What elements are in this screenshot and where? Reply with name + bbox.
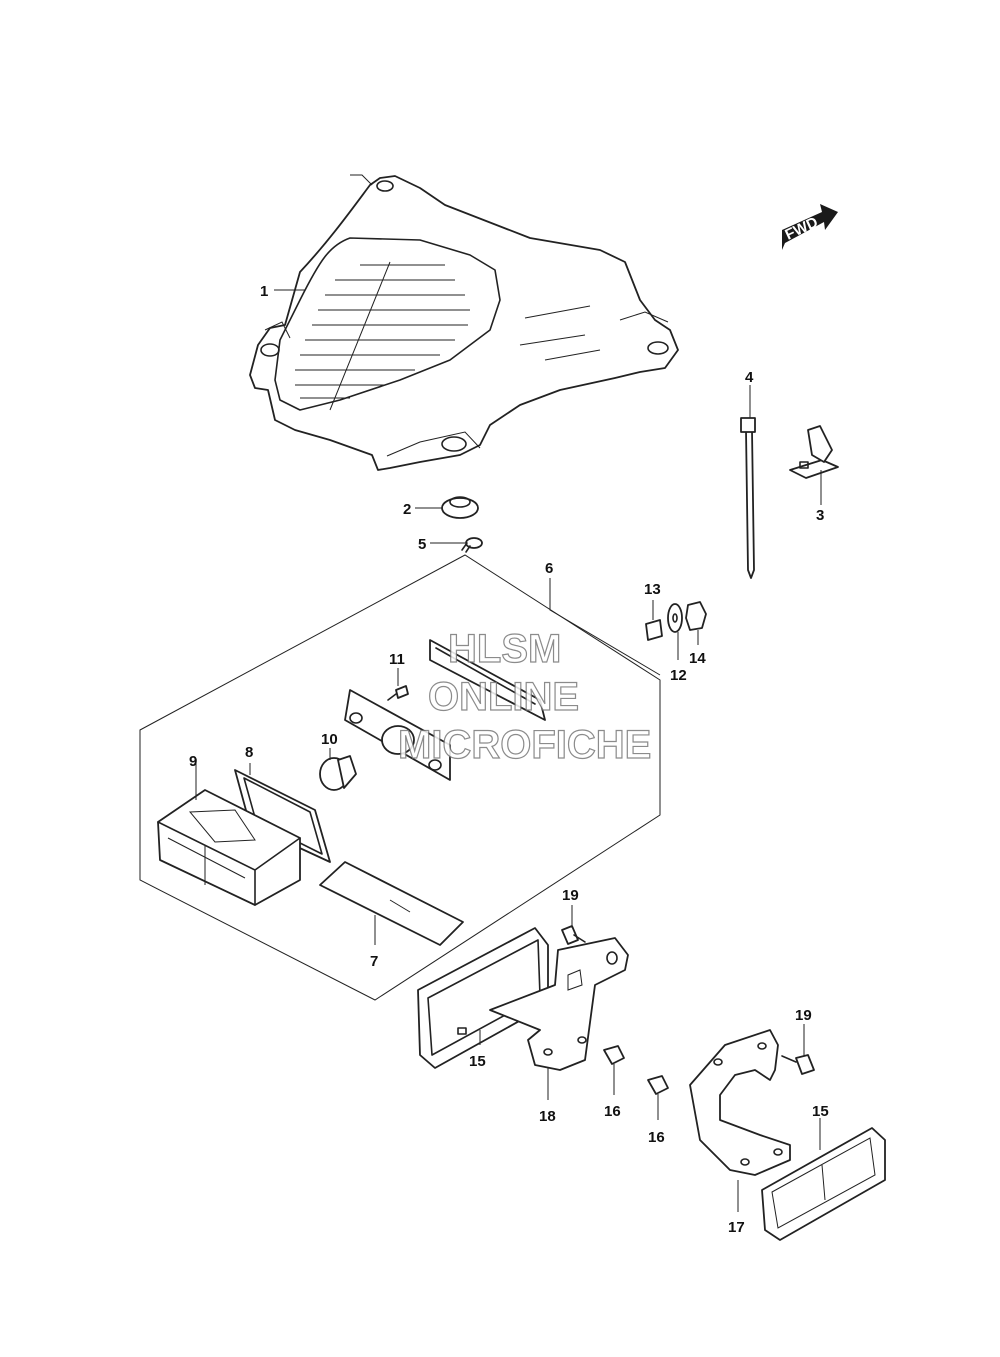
callout-15-left: 15 bbox=[469, 1053, 486, 1070]
washer-12 bbox=[667, 603, 683, 633]
screw-11 bbox=[387, 685, 409, 701]
screw-5 bbox=[461, 537, 483, 553]
callout-18: 18 bbox=[539, 1108, 556, 1125]
callout-16-left: 16 bbox=[604, 1103, 621, 1120]
leader-lines bbox=[195, 289, 822, 1212]
bolt-19-left bbox=[561, 925, 586, 945]
callout-3: 3 bbox=[816, 507, 824, 524]
fwd-arrow-icon: FWD bbox=[782, 204, 838, 250]
bracket-17 bbox=[689, 1029, 791, 1176]
callout-2: 2 bbox=[403, 501, 411, 518]
callout-10: 10 bbox=[321, 731, 338, 748]
reflector-right bbox=[761, 1127, 886, 1241]
callout-17: 17 bbox=[728, 1219, 745, 1236]
bolt-19-right bbox=[781, 1054, 815, 1075]
grommet bbox=[441, 496, 479, 519]
cable-tie bbox=[740, 417, 756, 579]
fwd-label: FWD bbox=[783, 214, 821, 244]
callout-13: 13 bbox=[644, 581, 661, 598]
callouts: 1 2 3 4 5 6 7 8 9 10 11 12 13 14 15 15 1… bbox=[189, 283, 829, 1236]
callout-7: 7 bbox=[370, 953, 378, 970]
callout-4: 4 bbox=[745, 369, 754, 386]
lamp-socket bbox=[344, 689, 451, 781]
license-plate-lamp-gasket bbox=[429, 639, 546, 721]
nut-14 bbox=[685, 601, 707, 631]
callout-1: 1 bbox=[260, 283, 268, 300]
callout-8: 8 bbox=[245, 744, 253, 761]
lamp-gasket-8 bbox=[234, 769, 331, 863]
watermark-line-1: HLSM bbox=[448, 627, 561, 671]
tail-lamp-housing bbox=[249, 174, 679, 471]
clamp bbox=[789, 425, 839, 479]
callout-12: 12 bbox=[670, 667, 687, 684]
lamp-assembly-group-outline bbox=[139, 554, 661, 1001]
callout-16-right: 16 bbox=[648, 1129, 665, 1146]
watermark-line-2: ONLINE bbox=[428, 675, 579, 719]
callout-9: 9 bbox=[189, 753, 197, 770]
callout-19-right: 19 bbox=[795, 1007, 812, 1024]
callout-5: 5 bbox=[418, 536, 426, 553]
watermark: HLSM ONLINE MICROFICHE bbox=[397, 626, 652, 767]
nut-16-left bbox=[603, 1045, 625, 1065]
callout-11: 11 bbox=[389, 651, 405, 668]
nut-13 bbox=[645, 619, 663, 641]
callout-14: 14 bbox=[689, 650, 706, 667]
lens-plate-7 bbox=[319, 861, 464, 946]
callout-19-left: 19 bbox=[562, 887, 579, 904]
watermark-line-3: MICROFICHE bbox=[398, 723, 651, 767]
callout-6: 6 bbox=[545, 560, 553, 577]
bulb bbox=[319, 755, 357, 791]
bracket-18 bbox=[489, 937, 629, 1071]
nut-16-right bbox=[647, 1075, 669, 1095]
callout-15-right: 15 bbox=[812, 1103, 829, 1120]
lamp-lens-9 bbox=[157, 789, 301, 906]
